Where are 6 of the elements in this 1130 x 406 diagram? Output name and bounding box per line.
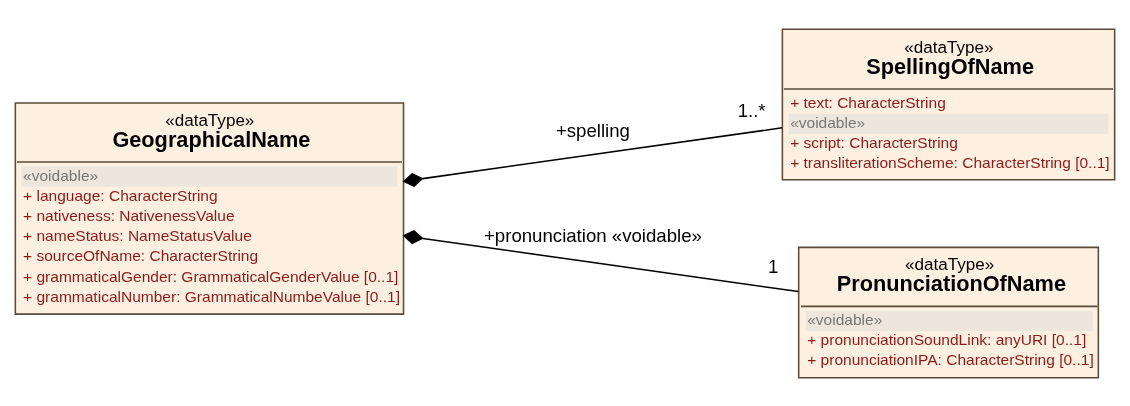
label: 1 [768,255,779,277]
edge-label: +pronunciation «voidable» [483,224,702,246]
connector [402,229,800,292]
edge-label: +spelling [555,119,630,140]
label: 1..* [737,99,766,121]
connector [402,126,783,187]
